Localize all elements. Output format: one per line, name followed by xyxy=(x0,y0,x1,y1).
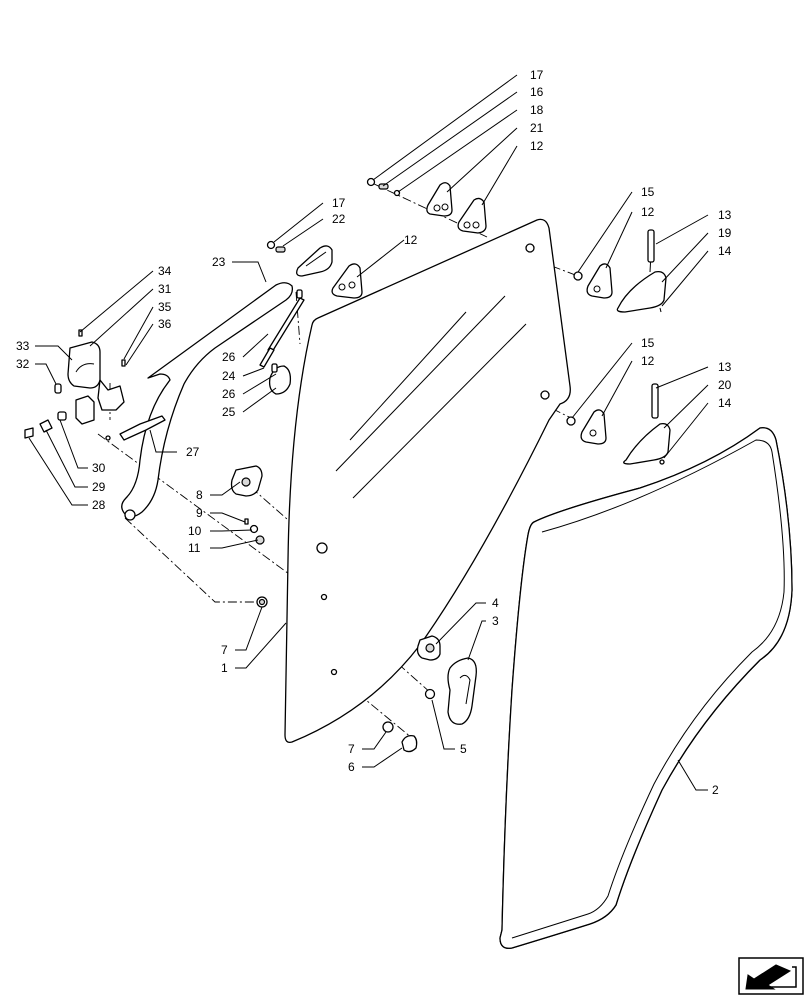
callout-2: 2 xyxy=(712,783,719,797)
callout-8: 8 xyxy=(196,488,203,502)
callout-34: 34 xyxy=(158,264,172,278)
callout-1: 1 xyxy=(221,661,228,675)
callout-23: 23 xyxy=(212,255,226,269)
callout-29: 29 xyxy=(92,480,106,494)
latch-assembly xyxy=(24,329,166,441)
callout-18: 18 xyxy=(530,103,544,117)
callout-9: 9 xyxy=(196,506,203,520)
exploded-view-arrow-icon[interactable] xyxy=(738,957,804,995)
callout-30: 30 xyxy=(92,461,106,475)
lower-glass-hardware xyxy=(230,465,268,608)
callout-17: 17 xyxy=(530,68,544,82)
callout-36: 36 xyxy=(158,317,172,331)
callout-31: 31 xyxy=(158,282,172,296)
callout-27: 27 xyxy=(186,445,200,459)
callout-24: 24 xyxy=(222,369,236,383)
callout-5: 5 xyxy=(460,742,467,756)
upper-hinge-hardware xyxy=(366,177,487,234)
callout-10: 10 xyxy=(188,524,202,538)
callout-22: 22 xyxy=(332,212,346,226)
callout-15: 15 xyxy=(641,185,655,199)
callout-12: 12 xyxy=(530,139,544,153)
callout-12: 12 xyxy=(641,205,655,219)
callout-28: 28 xyxy=(92,498,106,512)
glass-bracket xyxy=(331,263,363,299)
callout-32: 32 xyxy=(16,357,30,371)
callout-17: 17 xyxy=(332,196,346,210)
callout-15: 15 xyxy=(641,336,655,350)
callout-25: 25 xyxy=(222,405,236,419)
door-glass-panel xyxy=(284,218,571,743)
right-upper-hinge xyxy=(573,229,667,313)
callout-7: 7 xyxy=(348,742,355,756)
callout-20: 20 xyxy=(718,378,732,392)
callout-14: 14 xyxy=(718,396,732,410)
right-lower-hinge xyxy=(566,383,671,465)
door-seal-gasket xyxy=(499,427,793,949)
callout-19: 19 xyxy=(718,226,732,240)
callout-13: 13 xyxy=(718,208,732,222)
callout-21: 21 xyxy=(530,121,544,135)
callout-7: 7 xyxy=(221,643,228,657)
callout-4: 4 xyxy=(492,596,499,610)
callout-16: 16 xyxy=(530,85,544,99)
callout-3: 3 xyxy=(492,614,499,628)
callout-6: 6 xyxy=(348,760,355,774)
callout-12: 12 xyxy=(641,354,655,368)
callout-labels: 17 16 18 21 12 15 12 13 19 14 17 22 12 2… xyxy=(16,68,732,797)
callout-12: 12 xyxy=(404,233,418,247)
callout-26: 26 xyxy=(222,350,236,364)
callout-leader-lines xyxy=(28,74,709,791)
callout-14: 14 xyxy=(718,244,732,258)
callout-35: 35 xyxy=(158,300,172,314)
callout-13: 13 xyxy=(718,360,732,374)
door-handle-assembly xyxy=(382,635,477,753)
callout-26: 26 xyxy=(222,387,236,401)
callout-11: 11 xyxy=(188,541,201,555)
callout-33: 33 xyxy=(16,339,30,353)
